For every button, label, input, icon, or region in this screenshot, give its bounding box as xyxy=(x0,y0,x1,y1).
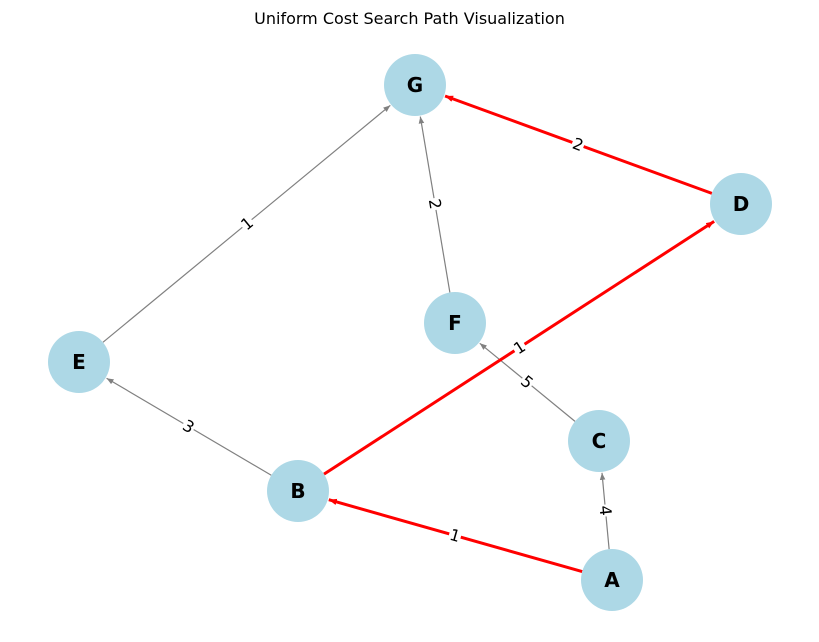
edge-weight-a-b: 1 xyxy=(446,525,464,546)
edges-layer xyxy=(102,94,715,573)
node-b: B xyxy=(267,460,329,522)
edge-weight-bg xyxy=(446,525,464,546)
node-circle xyxy=(568,410,630,472)
edge-weight-text: 4 xyxy=(596,505,616,517)
node-circle xyxy=(384,54,446,116)
edge-weight-b-d: 1 xyxy=(509,336,530,359)
nodes-layer: G D F E C B A xyxy=(48,54,772,611)
node-e: E xyxy=(48,331,110,393)
node-label: E xyxy=(72,350,86,374)
edge-weight-bg xyxy=(569,133,587,156)
node-g: G xyxy=(384,54,446,116)
edge-weight-d-g: 2 xyxy=(569,133,587,156)
node-circle xyxy=(581,549,643,611)
node-f: F xyxy=(424,292,486,354)
node-circle xyxy=(710,173,772,235)
edge-weight-b-e: 3 xyxy=(178,415,199,438)
edge-weight-bg xyxy=(509,336,530,359)
edge-weight-bg xyxy=(236,212,258,235)
edge-weight-text: 2 xyxy=(425,197,445,210)
diagram-title: Uniform Cost Search Path Visualization xyxy=(254,9,565,28)
edge-weight-a-c: 4 xyxy=(595,503,616,518)
node-label: D xyxy=(733,192,750,216)
edge-weight-c-f: 5 xyxy=(516,371,538,393)
node-label: C xyxy=(592,429,607,453)
node-d: D xyxy=(710,173,772,235)
node-circle xyxy=(424,292,486,354)
edge-weight-bg xyxy=(425,196,445,212)
node-circle xyxy=(267,460,329,522)
edge-weight-f-g: 2 xyxy=(425,196,445,212)
edge-weight-bg xyxy=(516,371,538,393)
node-circle xyxy=(48,331,110,393)
edge-weight-bg xyxy=(595,503,616,518)
edge-weight-text: 1 xyxy=(448,525,463,546)
node-label: A xyxy=(604,568,620,592)
node-c: C xyxy=(568,410,630,472)
node-label: G xyxy=(407,73,423,97)
edge-weight-e-g: 1 xyxy=(236,212,258,235)
edge-weight-bg xyxy=(178,415,199,438)
node-label: F xyxy=(448,311,462,335)
node-a: A xyxy=(581,549,643,611)
node-label: B xyxy=(290,479,305,503)
edge-labels-layer: 1 2 3 5 4 2 1 1 xyxy=(178,133,616,546)
